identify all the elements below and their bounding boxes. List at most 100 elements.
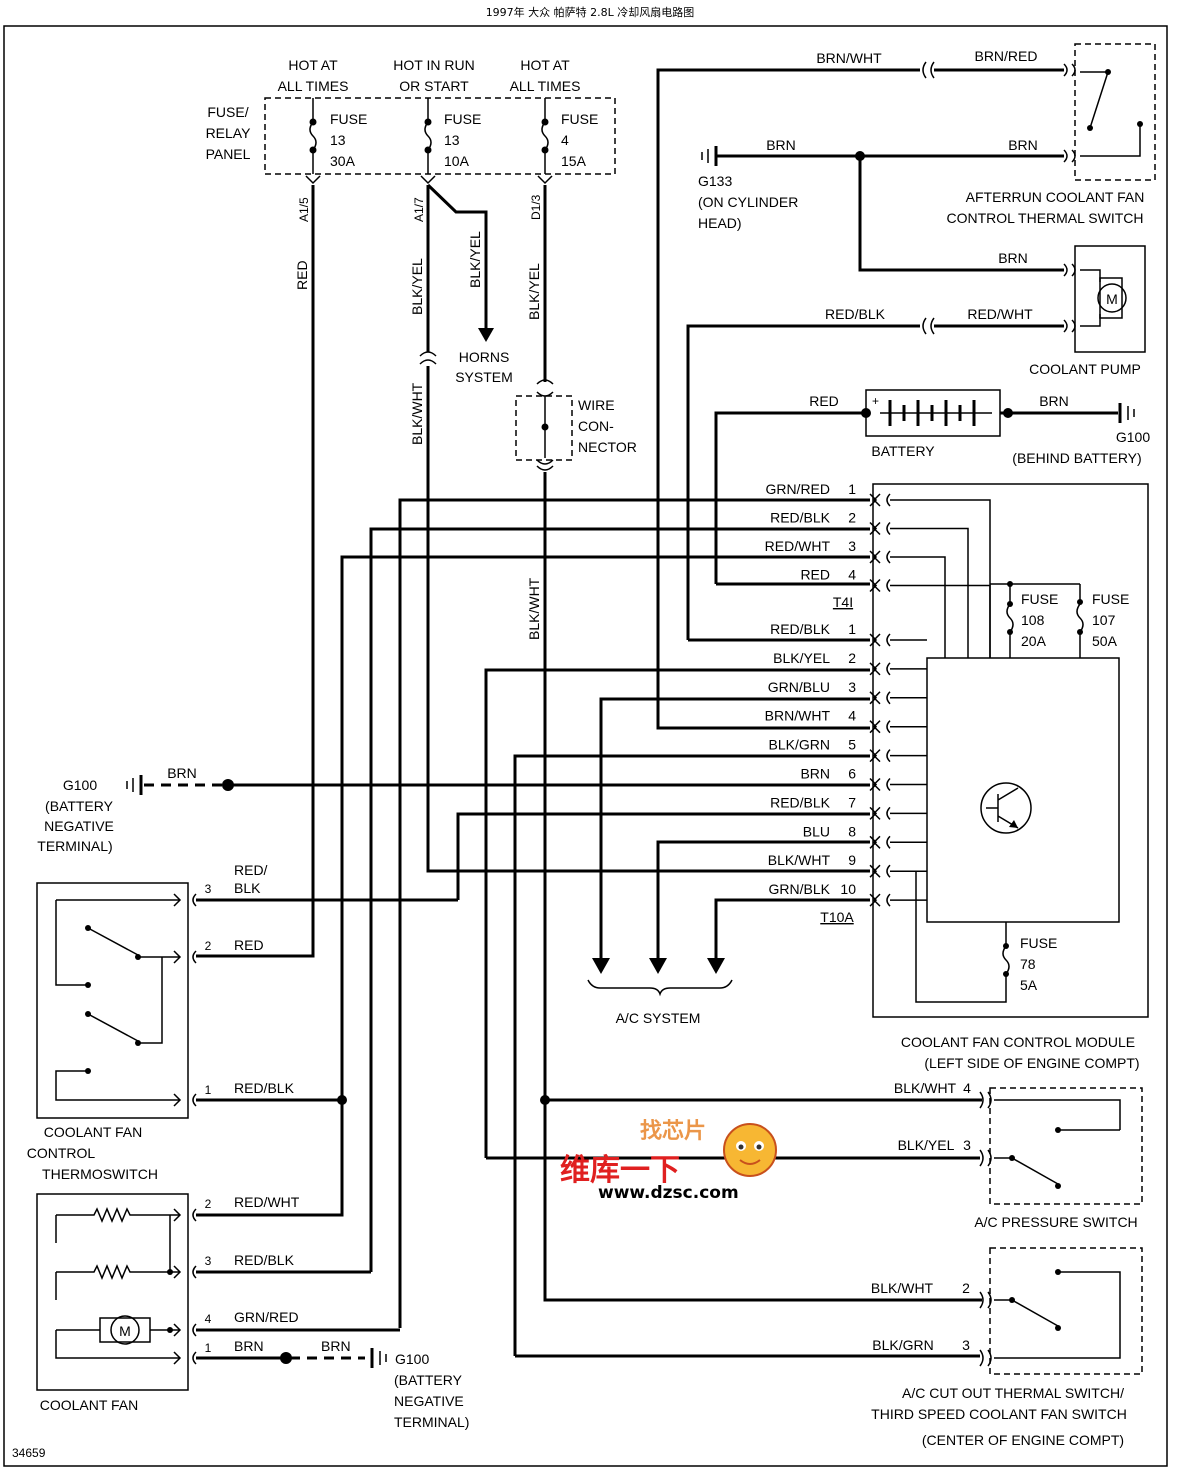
coolant-fan-control-module: COOLANT FAN CONTROL MODULE (LEFT SIDE OF… [872,483,1149,1071]
battery-label: BATTERY [871,443,935,459]
afterrun-label-1: AFTERRUN COOLANT FAN [966,189,1145,205]
fuse3-label: FUSE [561,111,598,127]
label-blkwht-a: BLK/WHT [409,382,425,445]
watermark-top: 找芯片 [640,1119,706,1144]
pin-d13: D1/3 [529,194,543,220]
t10-pin-number: 8 [848,823,856,839]
g133-ground: BRN BRN G133 (ON CYLINDER HEAD) [698,137,1064,231]
thermo-wire-redblk-pin1: RED/BLK [234,1080,295,1096]
wire-connector-label-3: NECTOR [578,439,637,455]
pump-motor-symbol: M [1106,291,1118,307]
g100-left-label-2: (BATTERY [45,798,114,814]
pressure-wire-blkwht: BLK/WHT [894,1080,957,1096]
col3-header-2: ALL TIMES [510,78,581,94]
t4-connector-name: T4I [833,594,853,610]
pump-wire-brn: BRN [998,250,1028,266]
t10-wire-label: GRN/BLU [768,679,830,695]
cutout-wire-blkwht: BLK/WHT [871,1280,934,1296]
t10-wire-label: BLK/YEL [773,650,830,666]
thermo-pin-1: 1 [205,1083,212,1097]
fuse-relay-panel: FUSE/ RELAY PANEL HOT AT ALL TIMES HOT I… [206,57,616,222]
header-title: 1997年 大众 帕萨特 2.8L 冷却风扇电路图 [486,5,695,19]
thermo-pin-2: 2 [205,939,212,953]
fan-wire-redwht: RED/WHT [234,1194,300,1210]
t4-wire-label: RED/BLK [770,510,831,526]
t10-wire-label: BLU [803,823,830,839]
col1-header-1: HOT AT [288,57,338,73]
g100-fan-label-1: G100 [395,1351,429,1367]
t10-connector-name: T10A [820,909,854,925]
fuse-panel-label-2: RELAY [206,125,252,141]
label-blkyel-b: BLK/YEL [467,231,483,288]
thermo-wire-redblk-2: BLK [234,880,261,896]
t10-pin-number: 1 [848,621,856,637]
pressure-wire-blkyel: BLK/YEL [898,1137,955,1153]
g100-behind-battery-ground: G100 (BEHIND BATTERY) [1012,403,1150,466]
t10-pin-number: 9 [848,852,856,868]
t4-pin-number: 1 [848,481,856,497]
wire-connector-label-1: WIRE [578,397,615,413]
battery-plus: + [872,394,879,408]
wire-brnwht-t10-4 [656,68,920,716]
fuse-panel-label-1: FUSE/ [207,104,248,120]
g100-battery-label-2: (BEHIND BATTERY) [1012,450,1141,466]
label-blkyel-a: BLK/YEL [409,258,425,315]
pin-a15: A1/5 [297,197,311,222]
fan-pin-1: 1 [205,1341,212,1355]
afterrun-thermal-switch: AFTERRUN COOLANT FAN CONTROL THERMAL SWI… [946,43,1156,226]
t10-wire-label: BLK/WHT [768,852,831,868]
wire-redwht-fan-2 [196,1100,344,1217]
t4-wire-label: RED/WHT [765,538,831,554]
t10-pin-number: 10 [840,881,856,897]
module-label-1: COOLANT FAN CONTROL MODULE [901,1034,1135,1050]
wire-grnblu-t10-3 [599,697,870,958]
fan-pin-4: 4 [205,1312,212,1326]
battery-wire-red: RED [809,393,839,409]
col1-header-2: ALL TIMES [278,78,349,94]
page-frame [3,25,1168,1467]
fan-pin-2: 2 [205,1197,212,1211]
t4-pin-row: RED/BLK 2 [770,510,969,658]
t4-pin-number: 2 [848,510,856,526]
t10-pin-number: 5 [848,737,856,753]
g100-left-label-3: NEGATIVE [44,818,114,834]
label-blkwht-b: BLK/WHT [526,577,542,640]
battery-wire-brn: BRN [1039,393,1069,409]
g100-fan-label-4: TERMINAL) [394,1414,469,1430]
pump-label: COOLANT PUMP [1029,361,1141,377]
horns-label-2: SYSTEM [455,369,513,385]
cutout-wire-blkgrn: BLK/GRN [872,1337,933,1353]
cutout-pin-3: 3 [962,1337,970,1353]
ac-pressure-switch: A/C PRESSURE SWITCH [974,1087,1143,1230]
g100-fan-ground: G100 (BATTERY NEGATIVE TERMINAL) [370,1348,469,1430]
ac-system: A/C SYSTEM [587,958,733,1026]
wire-connector-label-2: CON- [578,418,614,434]
ac-pressure-label: A/C PRESSURE SWITCH [974,1214,1137,1230]
fuse-13-30a: FUSE 13 30A [309,98,367,174]
fuse108-rating: 20A [1021,633,1047,649]
t4-wire-label: GRN/RED [765,481,830,497]
thermo-pin-3: 3 [205,882,212,896]
g100-left-wire: BRN [167,765,197,781]
fan-wire-grnred: GRN/RED [234,1309,299,1325]
t10-pin-number: 6 [848,766,856,782]
thermo-wire-redblk-1: RED/ [234,862,268,878]
g133-label-2: (ON CYLINDER [698,194,798,210]
t10-wire-label: RED/BLK [770,621,831,637]
g133-label-1: G133 [698,173,732,189]
wire-blu-t10-8 [656,840,870,958]
wire-redblk-t10-7 [456,812,870,900]
fuse3-rating: 15A [561,153,587,169]
coolant-fan-label: COOLANT FAN [40,1397,139,1413]
afterrun-wire-brnred: BRN/RED [974,48,1037,64]
ac-system-label: A/C SYSTEM [616,1010,701,1026]
fuse1-label: FUSE [330,111,367,127]
